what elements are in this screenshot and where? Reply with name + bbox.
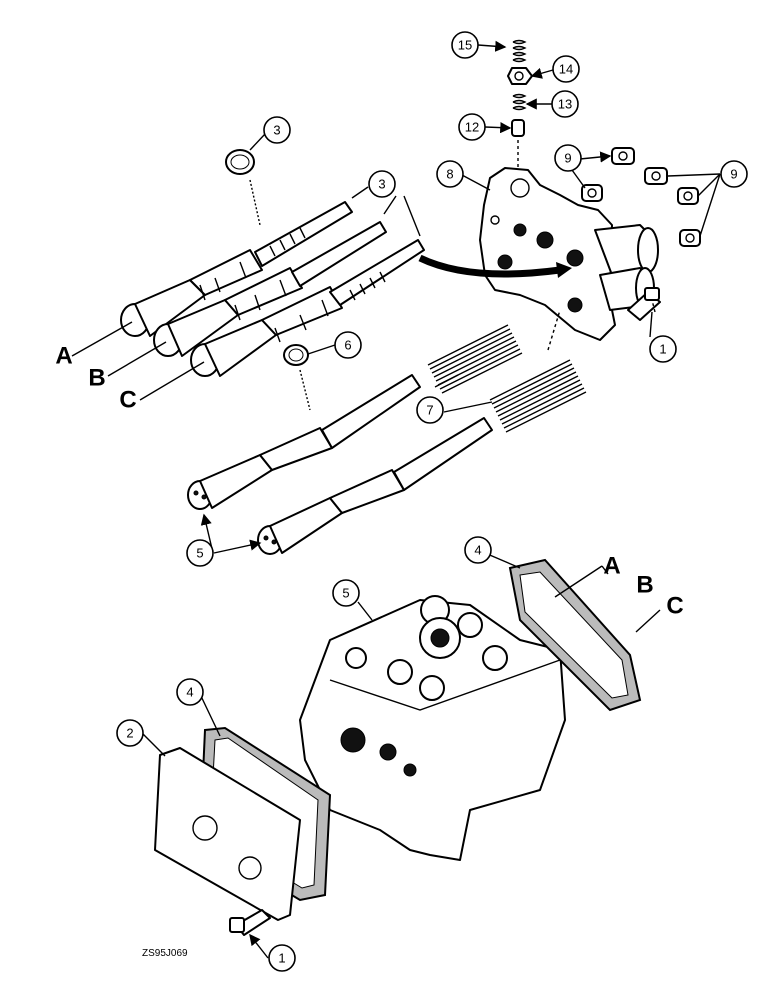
- svg-text:4: 4: [474, 543, 481, 558]
- callout-13: 15: [451, 31, 479, 59]
- callout-15: 3: [263, 116, 291, 144]
- callout-1: 1: [649, 335, 677, 363]
- drawing-code: ZS95J069: [142, 948, 188, 959]
- callout-7: 7: [416, 396, 444, 424]
- svg-text:7: 7: [426, 403, 433, 418]
- bolt-part: [627, 287, 661, 321]
- svg-text:9: 9: [730, 167, 737, 182]
- svg-text:9: 9: [564, 151, 571, 166]
- callout-3: 4: [176, 678, 204, 706]
- callout-3: 4: [464, 536, 492, 564]
- callout-8: 8: [436, 160, 464, 188]
- svg-text:8: 8: [446, 167, 453, 182]
- svg-text:4: 4: [186, 685, 193, 700]
- callout-1: 1: [268, 944, 296, 972]
- callout-6: 6: [334, 331, 362, 359]
- svg-text:6: 6: [344, 338, 351, 353]
- valve-housing-part: [299, 595, 566, 861]
- snap-ring-small: [283, 344, 311, 411]
- valve-body-part: [479, 167, 659, 341]
- letter-A: A: [603, 553, 620, 580]
- assembly-lines: [547, 299, 656, 351]
- svg-text:5: 5: [196, 546, 203, 561]
- callout-14: 3: [368, 170, 396, 198]
- spool-A: [120, 201, 353, 337]
- spool-C: [190, 239, 425, 377]
- letter-B: B: [636, 572, 653, 599]
- assembly-arrow: [418, 254, 561, 278]
- svg-text:12: 12: [465, 120, 479, 135]
- spool-5-upper: [187, 374, 421, 510]
- nut-part: [581, 147, 701, 247]
- callout-5: 5: [186, 539, 214, 567]
- spool-5-lower: [257, 417, 493, 555]
- spring-part: [427, 324, 587, 433]
- svg-text:15: 15: [458, 38, 472, 53]
- cover-plate-part: [154, 747, 301, 921]
- callout-2: 2: [116, 719, 144, 747]
- svg-text:14: 14: [559, 62, 573, 77]
- svg-text:3: 3: [273, 123, 280, 138]
- letter-B: B: [88, 365, 105, 392]
- svg-text:5: 5: [342, 586, 349, 601]
- callout-12: 14: [552, 55, 580, 83]
- callout-9: 9: [720, 160, 748, 188]
- callout-9: 9: [554, 144, 582, 172]
- svg-text:1: 1: [278, 951, 285, 966]
- callout-11: 13: [551, 90, 579, 118]
- letter-C: C: [666, 593, 683, 620]
- svg-text:3: 3: [378, 177, 385, 192]
- letter-A: A: [55, 343, 72, 370]
- svg-text:1: 1: [659, 342, 666, 357]
- snap-ring-part: [225, 149, 261, 226]
- bolt-part: [229, 909, 271, 936]
- gasket-part: [508, 558, 642, 712]
- relief-valve-parts: [507, 39, 533, 170]
- callout-10: 12: [458, 113, 486, 141]
- callout-4: 5: [332, 579, 360, 607]
- svg-text:2: 2: [126, 726, 133, 741]
- svg-text:13: 13: [558, 97, 572, 112]
- letter-C: C: [119, 387, 136, 414]
- spool-B: [153, 221, 387, 357]
